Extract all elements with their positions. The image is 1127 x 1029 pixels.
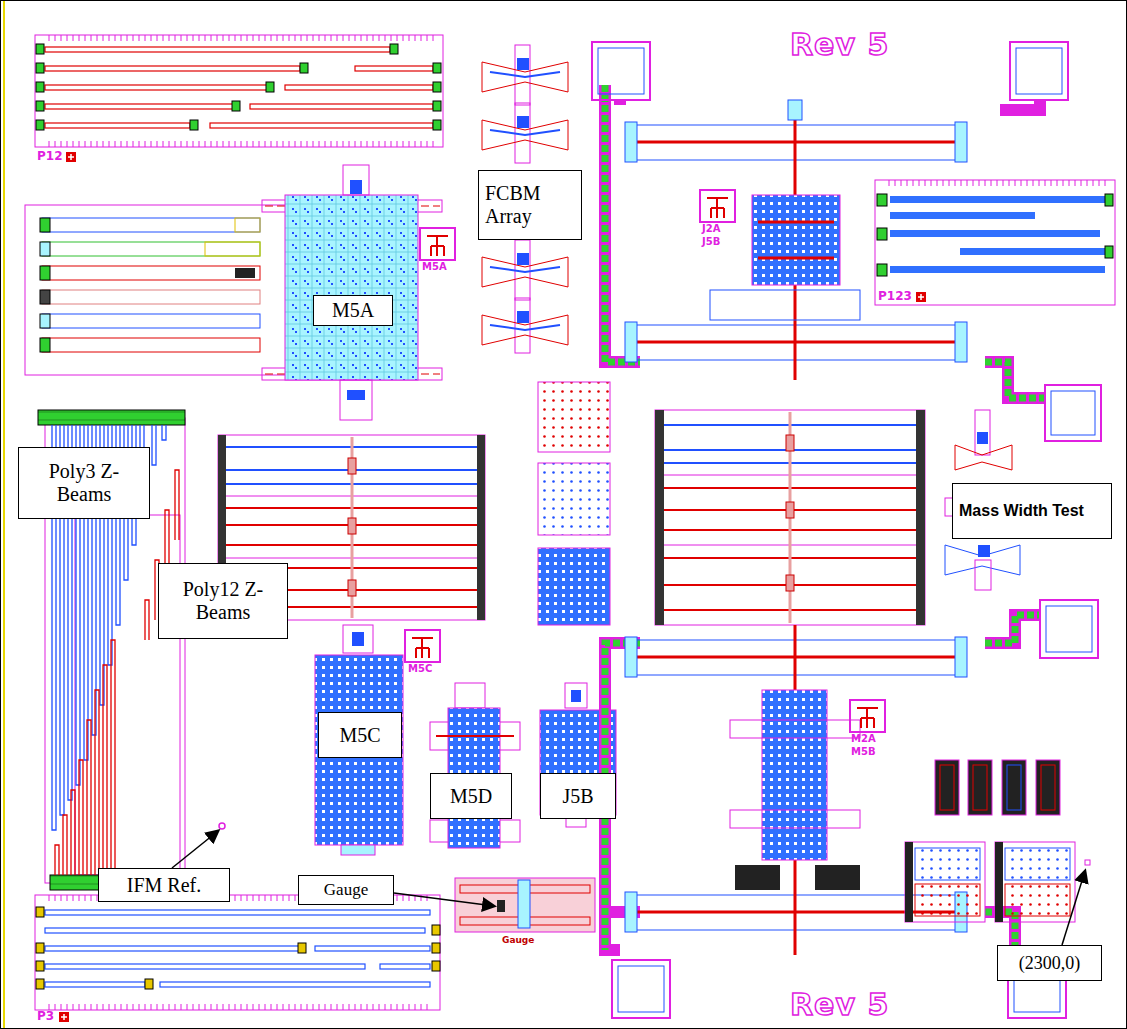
callout-text: J5B: [562, 785, 593, 808]
callout-text: Mass Width Test: [959, 502, 1084, 520]
callout-box: M5A: [313, 295, 393, 326]
callout-box: Poly12 Z-Beams: [158, 563, 288, 639]
callout-text: M5A: [332, 299, 374, 322]
callout-box: (2300,0): [997, 945, 1102, 981]
callout-box: FCBM Array: [478, 170, 582, 240]
device-name: J2A: [702, 224, 720, 234]
gauge-label: Gauge: [502, 936, 534, 945]
callout-box: IFM Ref.: [98, 868, 230, 902]
callout-text: Poly12 Z-Beams: [165, 578, 281, 624]
callout-text: Gauge: [324, 880, 368, 900]
callout-box: Poly3 Z-Beams: [18, 447, 150, 519]
callout-box: Gauge: [298, 875, 394, 905]
device-name: M5A: [422, 262, 447, 272]
device-name: M5B: [851, 747, 876, 757]
callout-text: M5C: [339, 724, 380, 747]
callout-box: M5C: [318, 712, 402, 758]
block-name: P3: [37, 1010, 54, 1022]
callout-text: M5D: [450, 785, 492, 808]
revision-mark: Rev 5: [790, 30, 889, 60]
device-name: M2A: [851, 734, 876, 744]
callout-text: FCBM Array: [485, 182, 575, 228]
callout-box: Mass Width Test: [952, 483, 1112, 539]
callout-text: Poly3 Z-Beams: [25, 460, 143, 506]
callout-box: M5D: [430, 773, 512, 819]
block-name: P12: [37, 150, 63, 162]
block-name: P123: [878, 290, 912, 302]
callout-text: (2300,0): [1019, 953, 1081, 974]
callout-text: IFM Ref.: [127, 874, 201, 897]
device-name: M5C: [408, 664, 432, 674]
revision-mark: Rev 5: [790, 990, 889, 1020]
device-name: J5B: [702, 237, 720, 247]
callout-box: J5B: [540, 773, 616, 819]
